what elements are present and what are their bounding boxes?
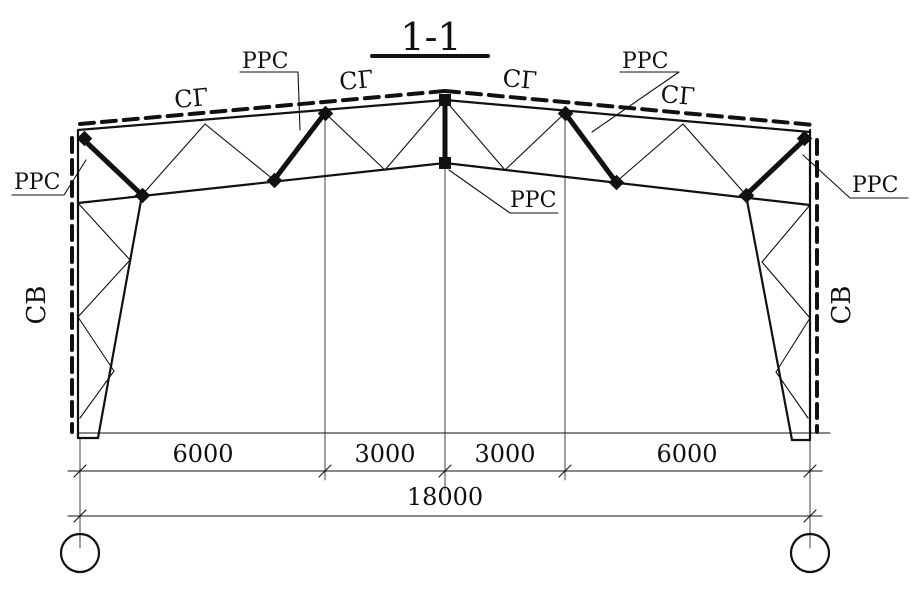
bracing-members: [81, 97, 807, 198]
axis-marker-left: [59, 532, 101, 574]
dimension-lines: [67, 464, 823, 523]
dimension-6000-right: 6000: [656, 440, 717, 468]
label-ppc-center: PPC: [510, 188, 556, 213]
dimension-18000-total: 18000: [407, 483, 483, 511]
label-sg-3: СГ: [501, 64, 538, 95]
section-title: 1-1: [400, 15, 461, 59]
label-sv-right: СВ: [827, 286, 857, 325]
label-ppc-left: PPC: [14, 170, 60, 195]
label-sg-2: СГ: [338, 65, 375, 96]
label-ppc-top-left: PPC: [242, 49, 288, 74]
axis-marker-right: [789, 532, 831, 574]
dimension-3000-left: 3000: [354, 440, 415, 468]
dashed-bracing: [70, 89, 819, 434]
left-column: [76, 128, 144, 440]
dimension-3000-right: 3000: [474, 440, 535, 468]
dimension-6000-left: 6000: [172, 440, 233, 468]
label-ppc-right: PPC: [852, 173, 898, 198]
reference-lines: [79, 114, 811, 549]
label-ppc-top-right: PPC: [622, 49, 668, 74]
truss-web: [141, 99, 747, 196]
truss-nodes: [76, 94, 813, 204]
leader-lines: [11, 71, 909, 214]
label-sg-1: СГ: [173, 83, 210, 114]
right-column: [744, 128, 812, 442]
label-sv-left: СВ: [22, 286, 52, 325]
label-sg-4: СГ: [659, 80, 696, 111]
